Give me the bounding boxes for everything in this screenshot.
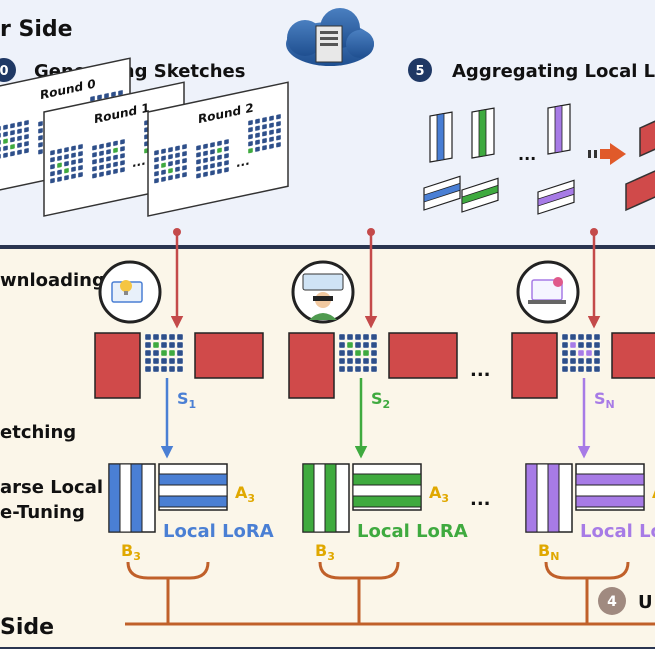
aggregated-block-a — [639, 120, 655, 158]
sketch-grid — [153, 143, 188, 184]
card-ellipsis: ... — [132, 154, 146, 171]
client-avatar-2-icon — [291, 260, 355, 324]
download-origin — [590, 228, 598, 236]
lora-b-stripe — [108, 463, 121, 533]
lora-a-piece — [423, 175, 461, 211]
client-title: Side — [0, 615, 54, 640]
downloading-label: wnloading — [0, 270, 105, 291]
lora-a-piece — [461, 177, 499, 213]
sketch-cards: Round 0...Round 1...Round 2... — [0, 57, 289, 217]
sketch-mask-grid — [338, 333, 378, 373]
lora-a-stripe — [158, 484, 228, 497]
local-lora-pieces — [423, 103, 575, 215]
lora-b-stripe — [324, 463, 337, 533]
lora-b-stripe — [302, 463, 315, 533]
lora-b-stripe — [536, 463, 549, 533]
local-lora-label: Local LoRA — [163, 521, 274, 542]
step-4-number: 4 — [607, 594, 617, 610]
upload-connector — [125, 561, 655, 626]
step-4-label: U — [638, 592, 653, 613]
model-block-left — [94, 332, 141, 399]
step-4-badge — [598, 587, 626, 615]
local-lora-label: Local LoRA — [357, 521, 468, 542]
sketch-grid — [49, 143, 84, 184]
step-0-number: 0 — [0, 64, 9, 79]
model-block-right — [611, 332, 655, 379]
model-block-left — [511, 332, 558, 399]
client-column: SNABNLocal Lo — [511, 228, 655, 563]
step-5-label: Aggregating Local Lo — [452, 61, 655, 82]
download-origin — [367, 228, 375, 236]
lora-a-stripe — [352, 495, 422, 508]
lora-a-piece — [537, 179, 575, 215]
sketch-grid — [247, 113, 282, 154]
lora-b-piece — [429, 111, 453, 163]
client-avatar-n-icon — [516, 260, 580, 324]
sketch-mask-grid — [144, 333, 184, 373]
lora-b-stripe — [547, 463, 560, 533]
client-ellipsis-top: ... — [470, 360, 491, 381]
step-0-badge — [0, 58, 16, 82]
lora-a-stripe — [575, 473, 645, 486]
lora-b-stripe — [119, 463, 132, 533]
local-lora-label: Local Lo — [580, 521, 655, 542]
finetune-label-line2: e-Tuning — [0, 502, 85, 523]
lora-a-stripe — [352, 484, 422, 497]
server-ellipsis: ... — [518, 145, 536, 164]
lora-b-stripe — [313, 463, 326, 533]
lora-a-label: A — [652, 483, 655, 502]
lora-b-piece — [547, 103, 571, 155]
cloud-server-icon — [286, 8, 374, 66]
lora-a-stripe — [158, 473, 228, 486]
finetune-label-line1: arse Local — [0, 477, 103, 498]
lora-b-stripe — [525, 463, 538, 533]
model-block-right — [388, 332, 458, 379]
lora-a-stripe — [352, 473, 422, 486]
sketch-grid — [91, 138, 126, 179]
sketch-grid — [0, 119, 30, 160]
step-5-number: 5 — [415, 64, 424, 79]
lora-a-stripe — [575, 484, 645, 497]
aggregate-arrow-icon — [588, 143, 626, 165]
sketch-mask-grid — [561, 333, 601, 373]
sketching-label: etching — [0, 422, 76, 443]
lora-a-stripe — [575, 495, 645, 508]
card-ellipsis: ... — [236, 154, 250, 171]
aggregated-block-b — [625, 170, 655, 212]
lora-a-stripe — [158, 495, 228, 508]
model-block-right — [194, 332, 264, 379]
download-origin — [173, 228, 181, 236]
lora-b-piece — [471, 107, 495, 159]
server-title: r Side — [0, 17, 73, 42]
sketch-grid — [195, 138, 230, 179]
model-block-left — [288, 332, 335, 399]
step-5-badge — [408, 58, 432, 82]
client-avatar-1-icon — [98, 260, 162, 324]
client-ellipsis-bottom: ... — [470, 489, 491, 510]
sketch-card: Round 2... — [147, 81, 289, 217]
lora-b-stripe — [130, 463, 143, 533]
